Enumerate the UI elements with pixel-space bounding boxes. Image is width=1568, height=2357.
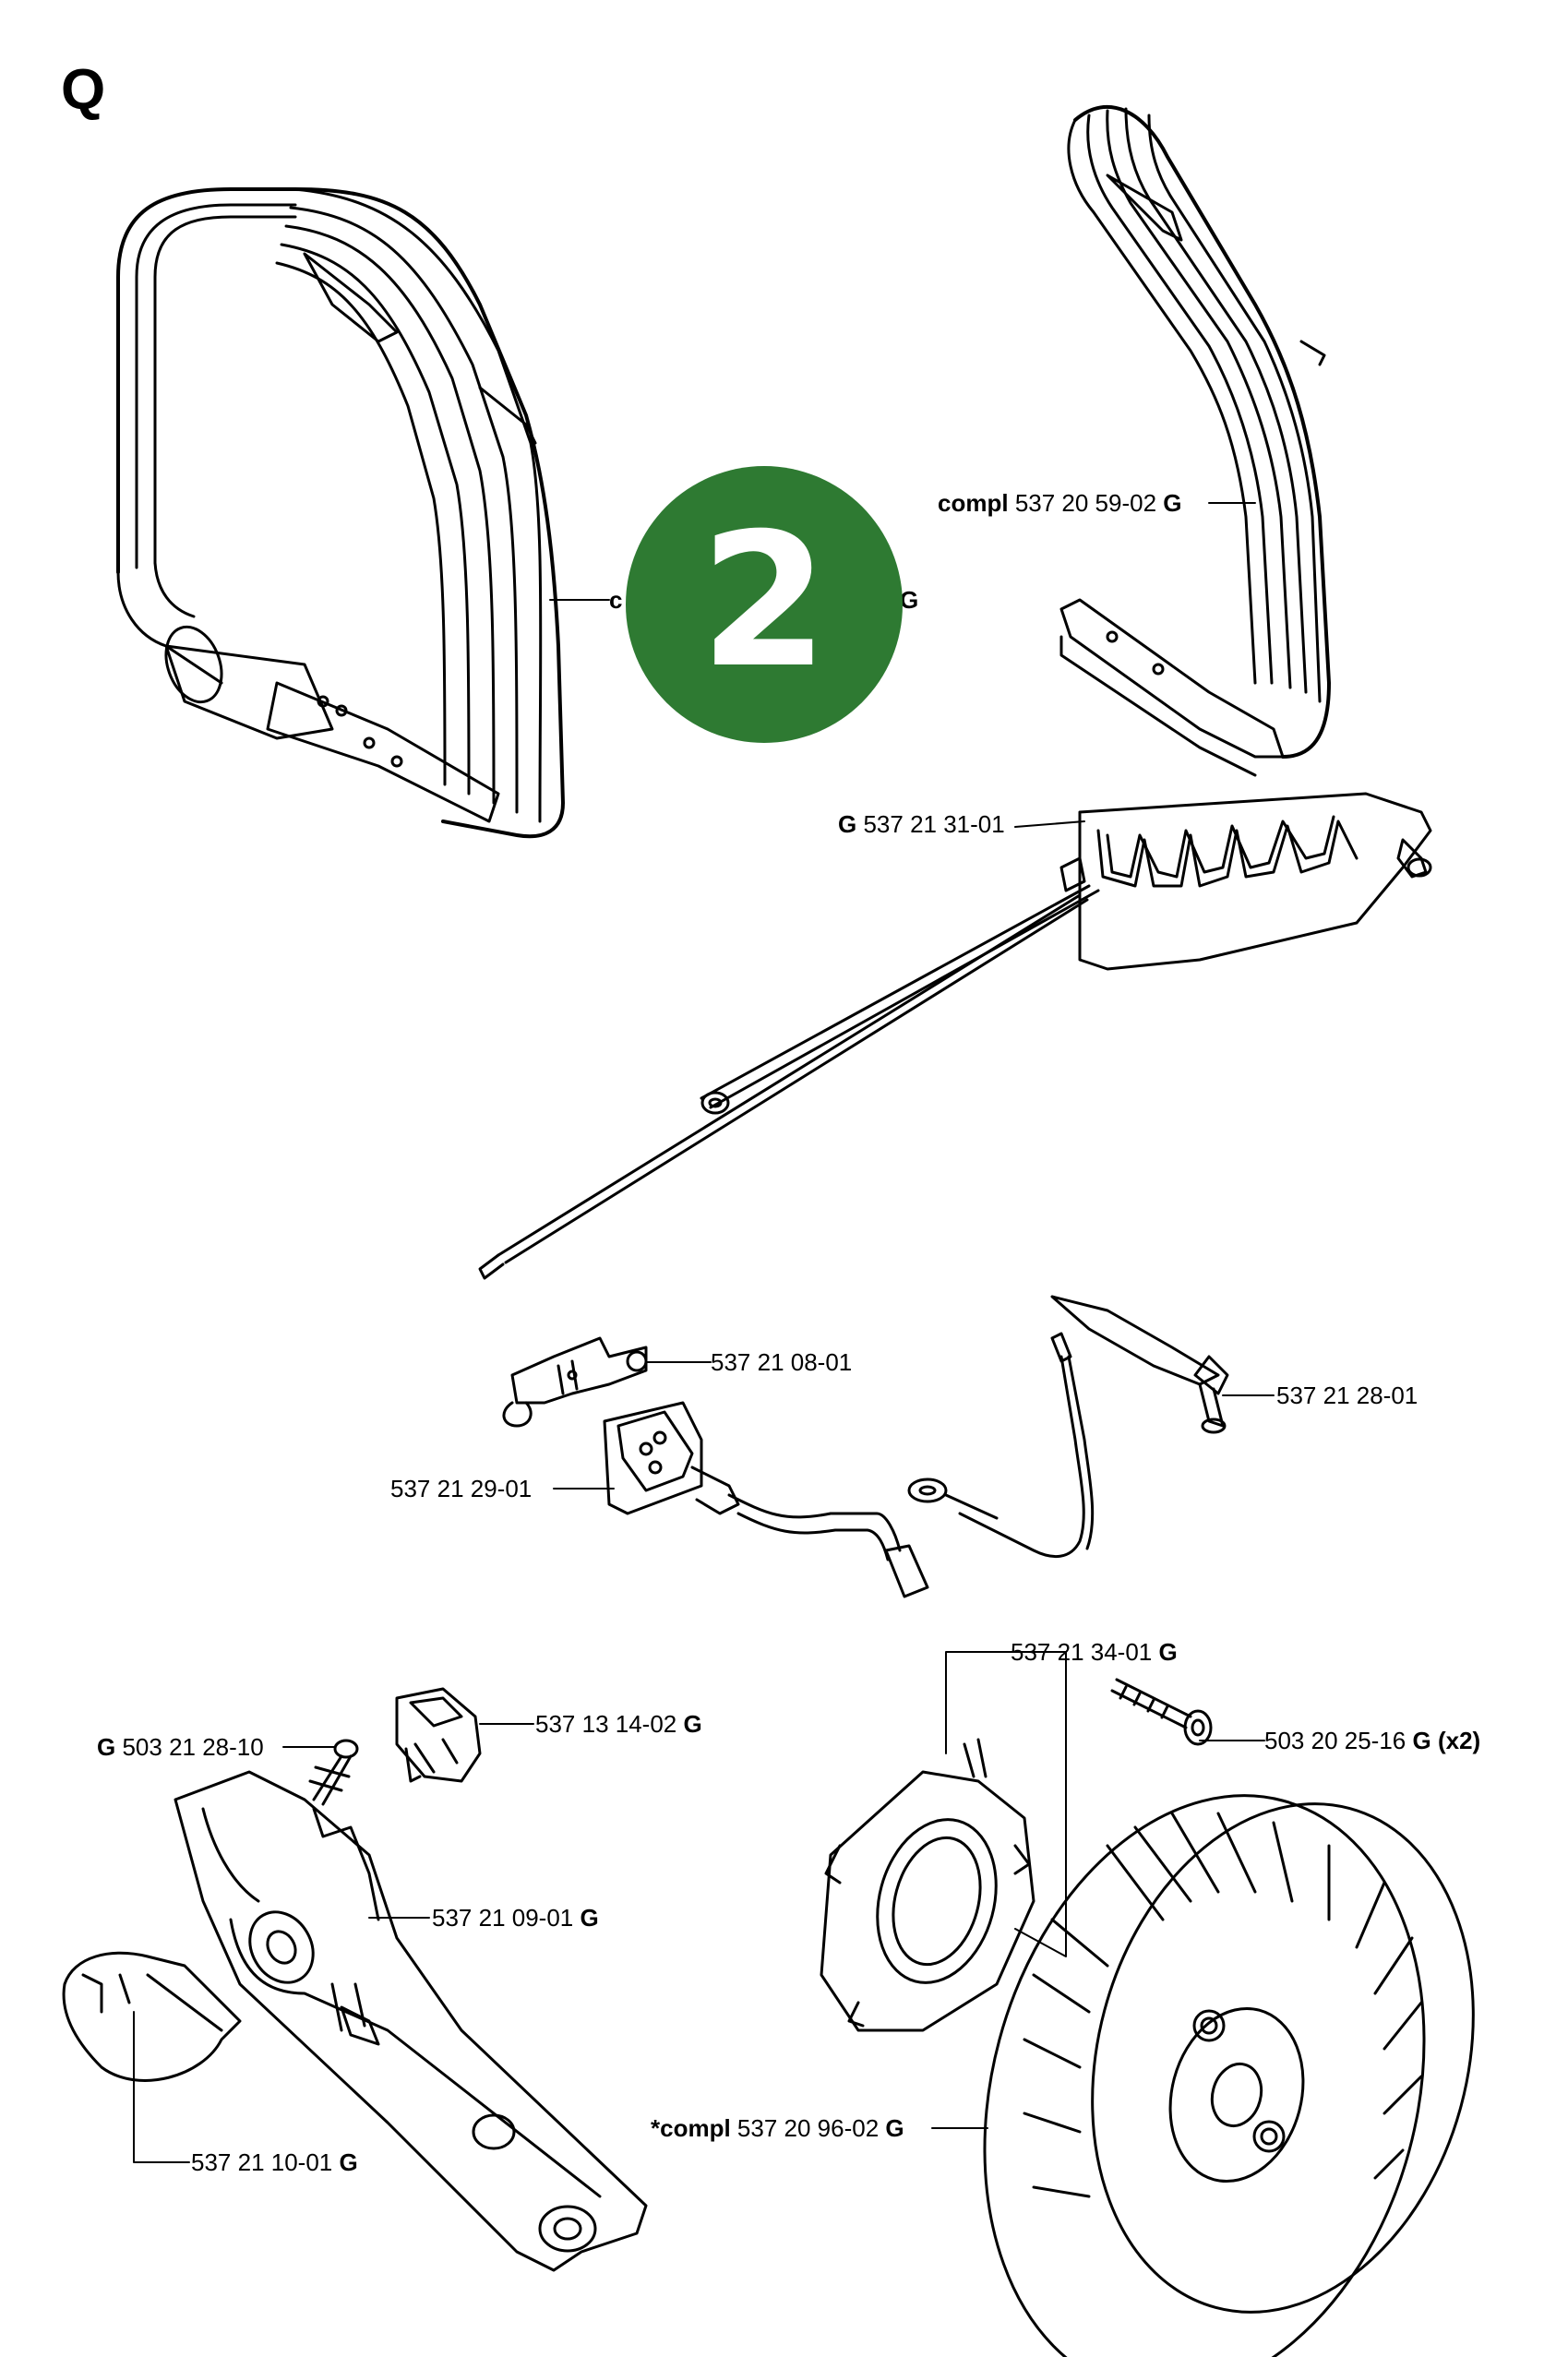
wire-label: 537 21 28-01 <box>1276 1382 1418 1409</box>
flywheel-drawing <box>983 1794 1475 2357</box>
heater-wire-drawing <box>907 1295 1229 1559</box>
rear-handle-drawing <box>1059 104 1331 777</box>
clamp-label: 537 21 08-01 <box>711 1348 853 1376</box>
rear-handle-label: compl 537 20 59-02 G <box>938 489 1182 517</box>
front-handle-drawing <box>116 187 565 839</box>
heater-label: G 537 21 31-01 <box>838 810 1005 838</box>
handle-housing-label: 537 21 09-01 G <box>432 1904 599 1932</box>
section-letter: Q <box>61 58 106 122</box>
front-handle-label-suffix: G <box>900 586 919 614</box>
switch-label: 537 21 29-01 <box>390 1475 533 1502</box>
screw-label: 503 20 25-16 G (x2) <box>1264 1727 1481 1754</box>
page-number-badge: 2 <box>626 466 903 743</box>
bolt-label: G 503 21 28-10 <box>97 1733 264 1761</box>
stop-switch-drawing <box>395 1687 482 1783</box>
front-handle-label-prefix: c <box>609 586 623 614</box>
heater-switch-drawing <box>603 1401 929 1598</box>
handle-housing-drawing <box>174 1770 648 2272</box>
ignition-module-label: 537 21 34-01 G <box>1011 1638 1178 1666</box>
bolt-drawing <box>308 1739 359 1806</box>
handle-cover-drawing <box>62 1951 242 2082</box>
cover-label: 537 21 10-01 G <box>191 2148 358 2176</box>
clamp-drawing <box>502 1336 648 1428</box>
mounting-screw-drawing <box>1110 1678 1213 1746</box>
flywheel-label: *compl 537 20 96-02 G <box>651 2114 904 2142</box>
ignition-module-drawing <box>820 1738 1035 2032</box>
heater-element-drawing <box>478 792 1432 1280</box>
leader-lines <box>133 502 1275 2163</box>
stop-switch-label: 537 13 14-02 G <box>535 1710 702 1738</box>
